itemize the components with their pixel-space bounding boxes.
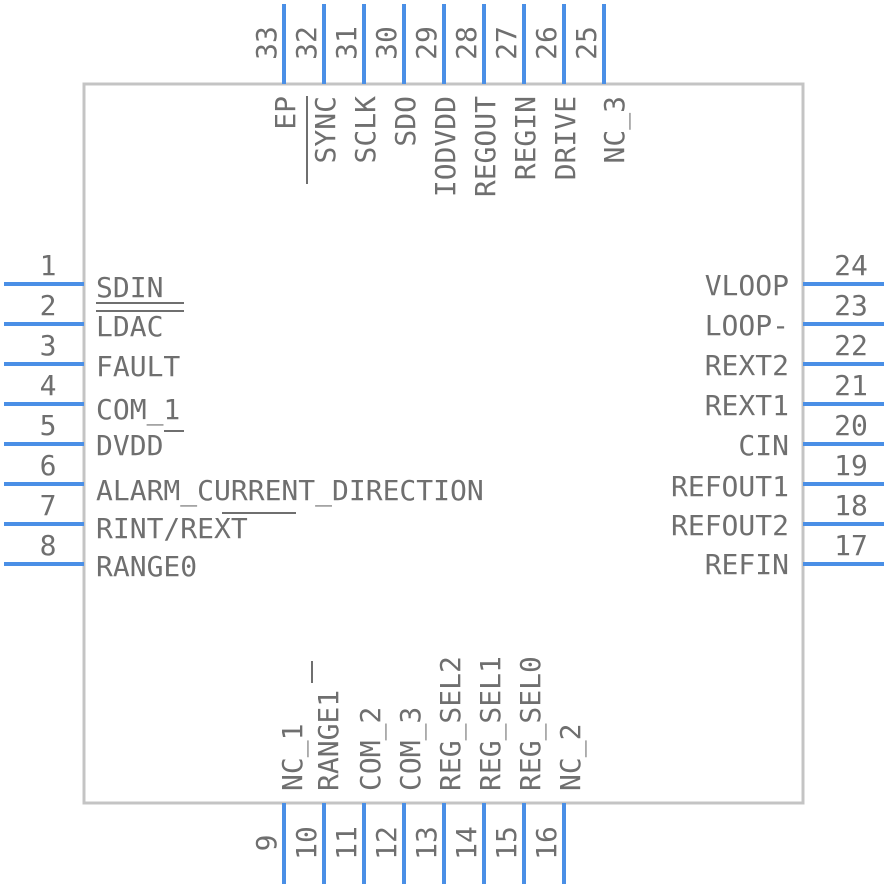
pin-33-number: 33 [250,26,283,60]
pin-20-number: 20 [834,409,868,442]
pin-2-label: LDAC [96,310,163,343]
pin-14-label: REG_SEL1 [474,656,508,791]
pin-16-label: NC_2 [554,724,588,791]
pin-19-number: 19 [834,449,868,482]
pin-29-number: 29 [410,26,443,60]
pin-24-number: 24 [834,249,868,282]
pin-13-label: REG_SEL2 [434,656,468,791]
pin-26-label: DRIVE [549,96,582,180]
pin-21-label: REXT1 [705,389,789,422]
pin-29-label: IODVDD [429,96,462,197]
top-pins: 25 NC_3 26 DRIVE 27 REGIN 28 REGOUT 29 I… [250,4,632,197]
pin-3-label: FAULT [96,350,180,383]
pin-15-label: REG_SEL0 [514,656,548,791]
pin-1-label: SDIN [96,271,163,304]
pin-9-number: 9 [250,835,283,852]
pin-9-label: NC_1 [276,724,310,791]
pin-11-label: COM_2 [354,707,388,791]
pin-17-number: 17 [834,529,868,562]
pin-6-label: ALARM_CURRENT_DIRECTION [96,474,484,508]
pin-3-number: 3 [40,329,57,362]
pin-15-number: 15 [490,826,523,860]
pin-30-label: SDO [389,96,422,147]
bottom-pins: 9 NC_1 10 RANGE1 11 COM_2 12 COM_3 13 RE… [250,656,588,884]
pin-18-label: REFOUT2 [671,509,789,542]
pin-32-label: SYNC [309,96,342,163]
pin-20-label: CIN [738,429,789,462]
pin-23-number: 23 [834,289,868,322]
pin-14-number: 14 [450,826,483,860]
pin-2-number: 2 [40,289,57,322]
pin-28-number: 28 [450,26,483,60]
pin-5-label: DVDD [96,429,163,462]
pin-7-number: 7 [40,489,57,522]
pin-7-label: RINT/REXT [96,512,248,545]
pin-31-label: SCLK [349,96,382,164]
pin-19-label: REFOUT1 [671,470,789,503]
pin-10-number: 10 [290,826,323,860]
pin-8-label: RANGE0 [96,550,197,583]
pin-25-label: NC_3 [598,96,632,163]
pin-5-number: 5 [40,409,57,442]
pin-1-number: 1 [40,249,57,282]
pin-17-label: REFIN [705,548,789,581]
pin-12-label: COM_3 [394,707,428,791]
pin-8-number: 8 [40,529,57,562]
pin-16-number: 16 [530,826,563,860]
pin-23-label: LOOP- [705,309,789,342]
pin-4-number: 4 [40,369,57,402]
pin-22-label: REXT2 [705,349,789,382]
pin-18-number: 18 [834,489,868,522]
pin-13-number: 13 [410,826,443,860]
pin-10-label: RANGE1 [312,690,345,791]
pin-6-number: 6 [40,449,57,482]
pin-30-number: 30 [370,26,403,60]
pin-28-label: REGOUT [469,96,502,197]
pin-11-number: 11 [330,826,363,860]
pin-32-number: 32 [290,26,323,60]
pin-27-number: 27 [490,26,523,60]
pin-31-number: 31 [330,26,363,60]
pin-12-number: 12 [370,826,403,860]
right-pins: 17 REFIN 18 REFOUT2 19 REFOUT1 20 CIN 21… [671,249,884,581]
pin-26-number: 26 [530,26,563,60]
pin-25-number: 25 [570,26,603,60]
pin-27-label: REGIN [509,96,542,180]
pin-4-label: COM_1 [96,393,180,427]
pin-21-number: 21 [834,369,868,402]
pin-22-number: 22 [834,329,868,362]
pin-33-label: EP [269,96,302,130]
left-pins: 1 SDIN 2 LDAC 3 FAULT 4 COM_1 5 DVDD 6 A… [4,249,484,583]
pin-24-label: VLOOP [705,269,789,302]
